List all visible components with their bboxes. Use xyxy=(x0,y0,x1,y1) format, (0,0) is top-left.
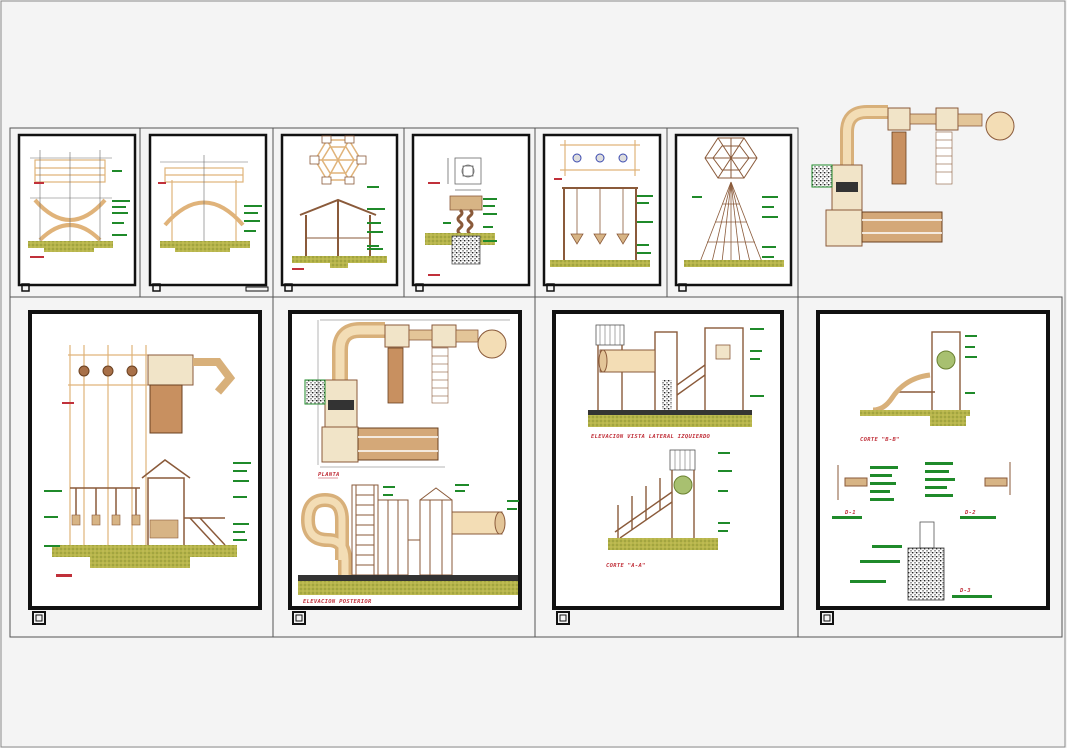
sheet-swing-frame-elevation xyxy=(28,310,262,625)
label-detail-d3: D-3 xyxy=(959,588,971,594)
label-corte-aa: CORTE "A-A" xyxy=(606,563,646,569)
viewport-grid xyxy=(9,127,1063,638)
sheet-spring-rider xyxy=(411,133,531,292)
label-elevacion-lateral: ELEVACION VISTA LATERAL IZQUIERDO xyxy=(591,434,711,440)
label-planta: PLANTA xyxy=(318,472,340,478)
label-corte-bb: CORTE "B-B" xyxy=(860,437,900,443)
sheet-climbing-pyramid xyxy=(674,133,793,292)
sheet-plan-and-rear-elevation: PLANTA ELEVACION POSTERIOR xyxy=(288,310,522,625)
label-detail-d1: D-1 xyxy=(844,510,856,516)
sheet-arch-bench xyxy=(17,133,137,292)
sheet-swings xyxy=(542,133,662,292)
sheet-section-and-details: CORTE "B-B" D-1 D-2 D-3 xyxy=(816,310,1050,625)
sheet-curved-bridge xyxy=(148,133,269,292)
sheet-gazebo xyxy=(280,133,399,292)
sheet-side-elevation-section: ELEVACION VISTA LATERAL IZQUIERDO CORTE … xyxy=(552,310,784,625)
label-elevacion-posterior: ELEVACION POSTERIOR xyxy=(303,599,372,605)
label-detail-d2: D-2 xyxy=(964,510,976,516)
floating-plan-view xyxy=(811,105,1015,247)
